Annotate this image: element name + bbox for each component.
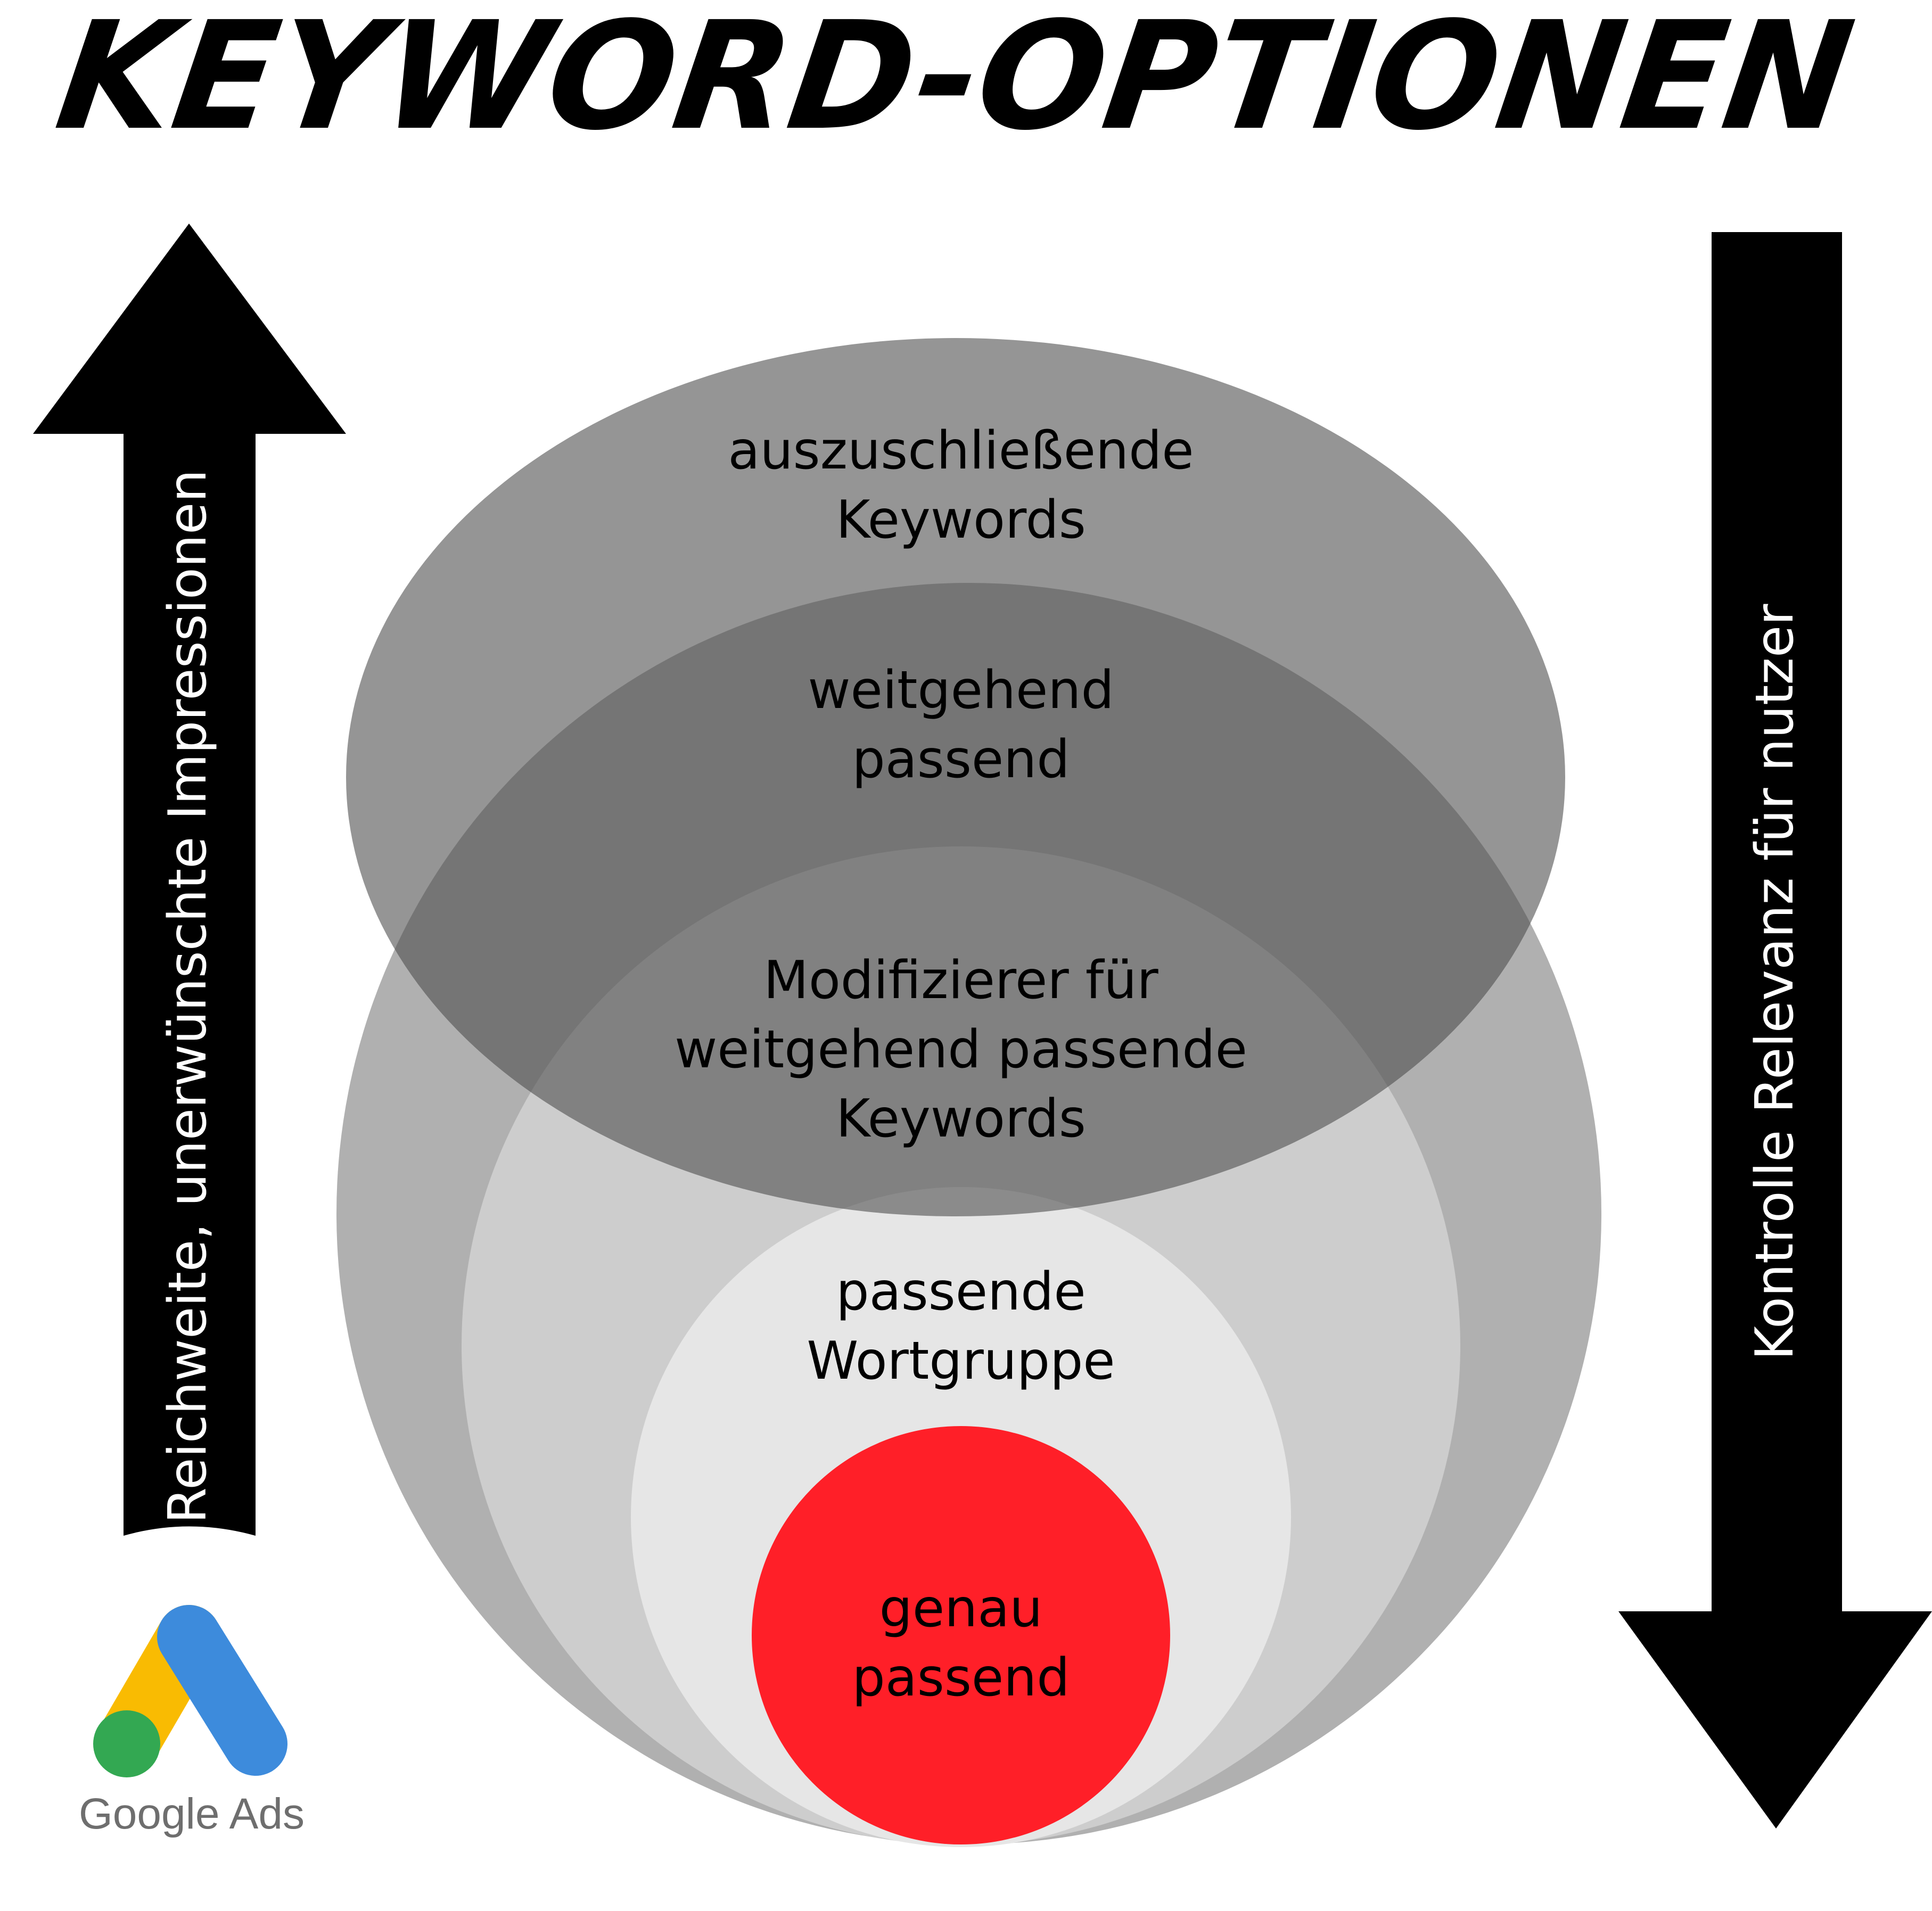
exact-match-circle [752,1426,1170,1844]
logo-green-dot [93,1710,160,1777]
exact-match-label: genau passend [852,1578,1070,1708]
modifier-line-3: Keywords [836,1089,1086,1149]
modifier-line-2: weitgehend passende [675,1019,1247,1080]
phrase-match-line-1: passende [836,1262,1086,1322]
broad-match-line-1: weitgehend [808,660,1114,721]
modifier-label: Modifizierer für weitgehend passende Key… [675,950,1247,1149]
exact-match-line-2: passend [852,1648,1070,1708]
control-arrow-label: Kontrolle Relevanz für nutzer [1745,604,1805,1361]
reach-arrow: Reichweite, unerwünschte Impressionen [33,224,346,1536]
negative-keywords-line-1: auszuschließende [728,421,1194,481]
google-ads-logo: Google Ads [79,1605,305,1838]
google-ads-logo-icon [93,1605,287,1777]
negative-keywords-ellipse [346,338,1565,1216]
reach-arrow-shape [33,224,346,1536]
phrase-match-label: passende Wortgruppe [807,1262,1115,1391]
negative-keywords-label: auszuschließende Keywords [728,421,1194,550]
negative-keywords-line-2: Keywords [836,490,1086,550]
page-title: KEYWORD-OPTIONEN [47,0,1862,163]
google-ads-wordmark: Google Ads [79,1790,305,1838]
phrase-match-line-2: Wortgruppe [807,1331,1115,1391]
modifier-line-1: Modifizierer für [763,950,1158,1011]
reach-arrow-label: Reichweite, unerwünschte Impressionen [158,469,218,1524]
control-arrow: Kontrolle Relevanz für nutzer [1618,232,1932,1828]
logo-blue-bar [157,1605,287,1776]
broad-match-line-2: passend [852,729,1070,790]
broad-match-label: weitgehend passend [808,660,1114,790]
control-arrow-shape [1618,232,1932,1828]
exact-match-line-1: genau [879,1578,1043,1639]
